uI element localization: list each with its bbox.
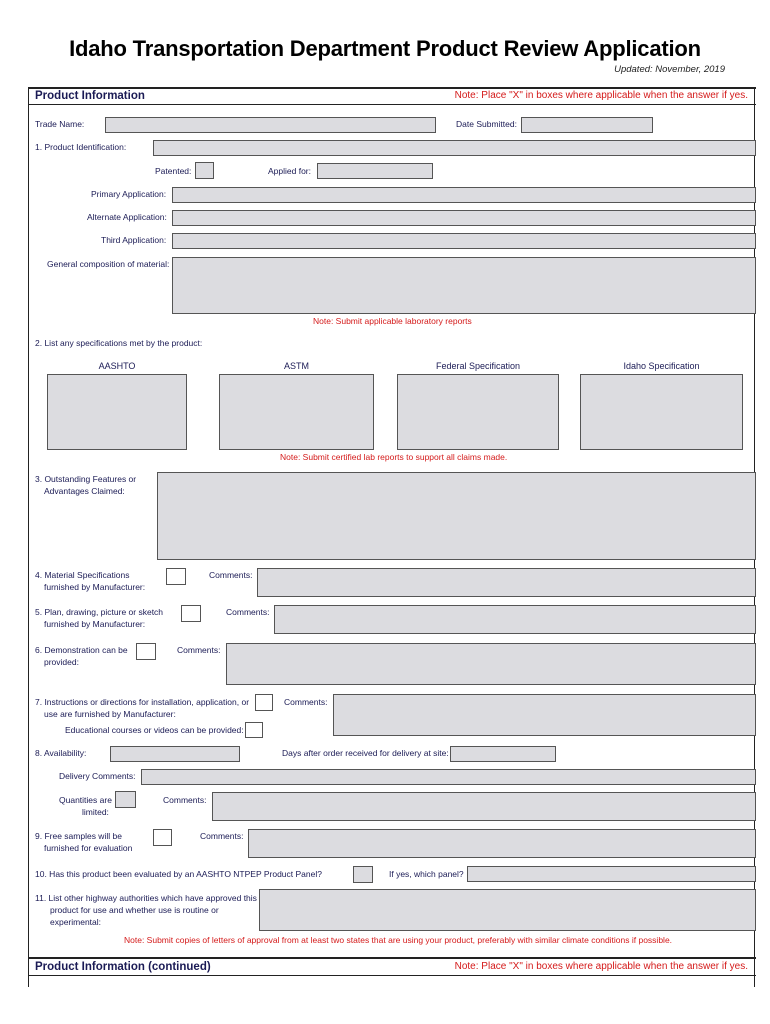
spec-col-astm: ASTM (283, 361, 309, 371)
date-submitted-input[interactable] (521, 117, 653, 133)
third-application-input[interactable] (172, 233, 756, 249)
instructions-comments-input[interactable] (333, 694, 756, 736)
page-title: Idaho Transportation Department Product … (69, 36, 701, 61)
section-top-rule (28, 87, 756, 89)
educational-label: Educational courses or videos can be pro… (65, 725, 244, 735)
instructions-checkbox[interactable] (255, 694, 273, 711)
material-specs-comments-input[interactable] (257, 568, 756, 597)
plan-drawing-label-1: 5. Plan, drawing, picture or sketch (35, 607, 164, 617)
free-samples-comments-label: Comments: (200, 831, 244, 841)
spec-col-aashto: AASHTO (98, 361, 136, 371)
section-heading: Product Information (35, 90, 145, 102)
plan-drawing-comments-input[interactable] (274, 605, 756, 634)
spec-col-idaho: Idaho Specification (623, 361, 700, 371)
days-after-order-label: Days after order received for delivery a… (282, 748, 449, 758)
section-continued-top-rule (28, 957, 756, 959)
applied-for-label: Applied for: (268, 166, 311, 176)
days-after-order-input[interactable] (450, 746, 556, 762)
spec-aashto-input[interactable] (47, 374, 187, 450)
other-authorities-input[interactable] (259, 889, 756, 931)
applied-for-input[interactable] (317, 163, 433, 179)
outstanding-features-input[interactable] (157, 472, 756, 560)
patented-checkbox[interactable] (195, 162, 214, 179)
alternate-application-label: Alternate Application: (87, 212, 167, 222)
section-note: Note: Place "X" in boxes where applicabl… (454, 90, 748, 101)
demonstration-comments-label: Comments: (177, 645, 221, 655)
certified-reports-note: Note: Submit certified lab reports to su… (280, 452, 508, 462)
availability-input[interactable] (110, 746, 240, 762)
material-specs-label-2: furnished by Manufacturer: (44, 582, 146, 592)
material-specs-checkbox[interactable] (166, 568, 186, 585)
general-composition-label: General composition of material: (47, 259, 170, 269)
patented-label: Patented: (155, 166, 192, 176)
free-samples-comments-input[interactable] (248, 829, 756, 858)
trade-name-label: Trade Name: (35, 119, 85, 129)
which-panel-label: If yes, which panel? (389, 869, 464, 879)
free-samples-label-2: furnished for evaluation (44, 843, 133, 853)
spec-astm-input[interactable] (219, 374, 374, 450)
lab-reports-note: Note: Submit applicable laboratory repor… (313, 316, 472, 326)
section-continued-heading: Product Information (continued) (35, 961, 211, 973)
letters-note: Note: Submit copies of letters of approv… (124, 935, 673, 945)
educational-checkbox[interactable] (245, 722, 263, 738)
outstanding-features-label-2: Advantages Claimed: (44, 486, 125, 496)
quantities-label-2: limited: (82, 807, 109, 817)
outstanding-features-label-1: 3. Outstanding Features or (35, 474, 137, 484)
other-authorities-label-1: 11. List other highway authorities which… (35, 893, 257, 903)
material-specs-label-1: 4. Material Specifications (35, 570, 130, 580)
specifications-label: 2. List any specifications met by the pr… (35, 338, 203, 348)
ntpep-checkbox[interactable] (353, 866, 373, 883)
product-identification-label: 1. Product Identification: (35, 142, 127, 152)
updated-date: Updated: November, 2019 (614, 64, 725, 75)
demonstration-label-2: provided: (44, 657, 79, 667)
quantities-comments-label: Comments: (163, 795, 207, 805)
product-identification-input[interactable] (153, 140, 756, 156)
ntpep-label: 10. Has this product been evaluated by a… (35, 869, 322, 879)
instructions-comments-label: Comments: (284, 697, 328, 707)
free-samples-checkbox[interactable] (153, 829, 172, 846)
third-application-label: Third Application: (101, 235, 167, 245)
instructions-label-2: use are furnished by Manufacturer: (44, 709, 176, 719)
delivery-comments-input[interactable] (141, 769, 756, 785)
free-samples-label-1: 9. Free samples will be (35, 831, 122, 841)
plan-drawing-comments-label: Comments: (226, 607, 270, 617)
delivery-comments-label: Delivery Comments: (59, 771, 136, 781)
other-authorities-label-3: experimental: (50, 917, 102, 927)
section-divider (28, 104, 756, 105)
quantities-label-1: Quantities are (59, 795, 112, 805)
demonstration-label-1: 6. Demonstration can be (35, 645, 128, 655)
spec-federal-input[interactable] (397, 374, 559, 450)
primary-application-input[interactable] (172, 187, 756, 203)
plan-drawing-label-2: furnished by Manufacturer: (44, 619, 146, 629)
alternate-application-input[interactable] (172, 210, 756, 226)
material-specs-comments-label: Comments: (209, 570, 253, 580)
primary-application-label: Primary Application: (91, 189, 167, 199)
quantities-checkbox[interactable] (115, 791, 136, 808)
section-continued-frame (28, 957, 755, 987)
trade-name-input[interactable] (105, 117, 436, 133)
instructions-label-1: 7. Instructions or directions for instal… (35, 697, 250, 707)
other-authorities-label-2: product for use and whether use is routi… (50, 905, 219, 915)
quantities-comments-input[interactable] (212, 792, 756, 821)
date-submitted-label: Date Submitted: (456, 119, 517, 129)
demonstration-comments-input[interactable] (226, 643, 756, 685)
spec-idaho-input[interactable] (580, 374, 743, 450)
plan-drawing-checkbox[interactable] (181, 605, 201, 622)
spec-col-federal: Federal Specification (435, 361, 521, 371)
availability-label: 8. Availability: (35, 748, 87, 758)
general-composition-input[interactable] (172, 257, 756, 314)
section-continued-divider (28, 975, 756, 976)
demonstration-checkbox[interactable] (136, 643, 156, 660)
section-continued-note: Note: Place "X" in boxes where applicabl… (454, 961, 748, 972)
which-panel-input[interactable] (467, 866, 756, 882)
